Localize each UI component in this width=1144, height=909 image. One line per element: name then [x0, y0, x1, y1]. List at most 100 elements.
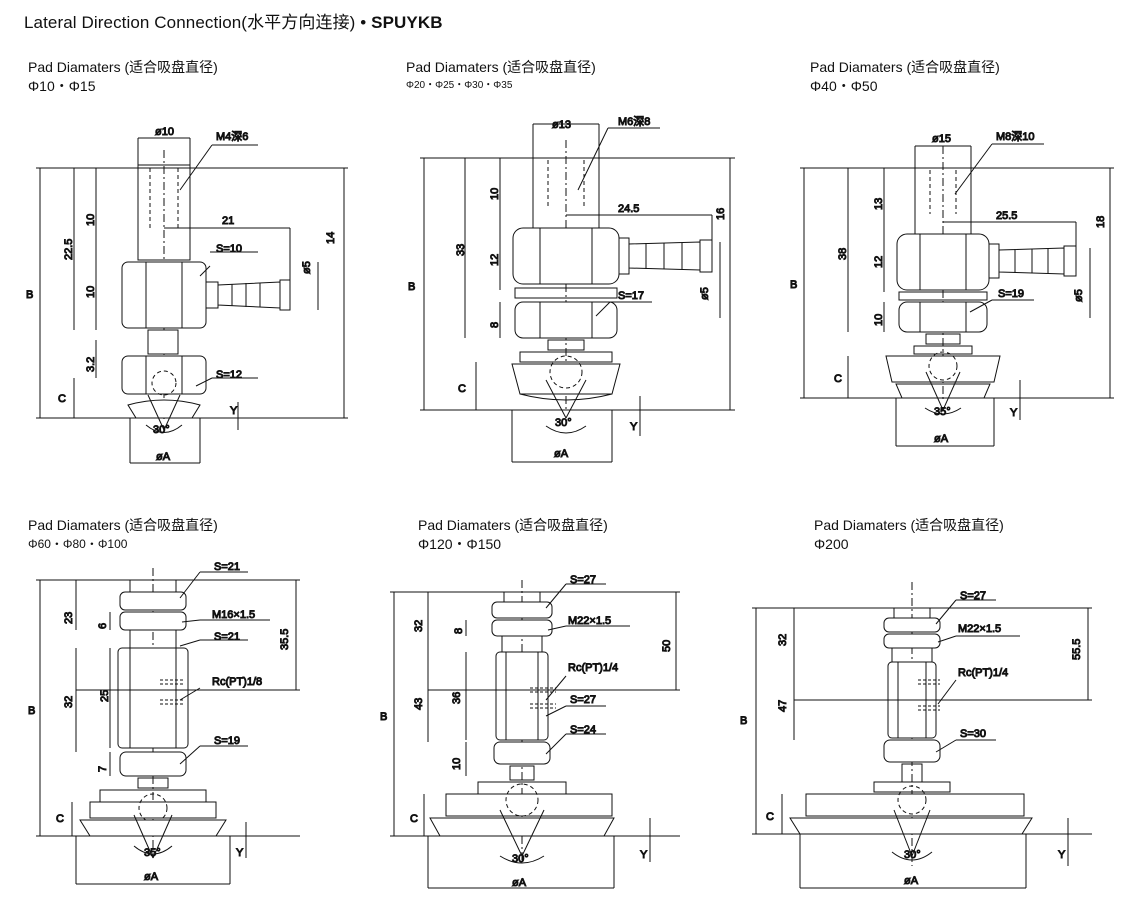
dim-s-top: S=21: [214, 561, 240, 573]
dim-d1: 13: [873, 198, 885, 210]
dim-s-bot: S=19: [214, 735, 240, 747]
dim-c: C: [458, 383, 466, 395]
dim-pad: øA: [904, 875, 919, 887]
dim-d2: 22.5: [63, 239, 75, 260]
dim-y: Y: [1010, 407, 1018, 419]
dim-thread: M16×1.5: [212, 609, 255, 621]
dim-d1: 10: [85, 214, 97, 226]
pad-sizes: Φ120・Φ150: [418, 536, 502, 552]
dim-s-mid: S=27: [570, 694, 596, 706]
dim-angle: 35°: [934, 406, 951, 418]
dim-angle: 30°: [153, 424, 170, 436]
dim-b: B: [408, 281, 415, 293]
dim-thread: M22×1.5: [568, 615, 611, 627]
dim-d3: 32: [63, 696, 75, 708]
dim-y: Y: [1058, 849, 1066, 861]
dim-d5: 7: [97, 766, 109, 772]
dim-d4: 8: [489, 322, 501, 328]
dim-d2: 8: [453, 628, 465, 634]
dim-d3: 43: [413, 698, 425, 710]
dim-port: Rc(PT)1/4: [568, 662, 618, 674]
dim-hex-1: S=17: [618, 290, 644, 302]
dim-thread: M8深10: [996, 130, 1035, 143]
dim-d2: 38: [837, 248, 849, 260]
dim-total: 18: [1095, 216, 1107, 228]
panel-4: Pad Diamaters (适合吸盘直径) Φ60・Φ80・Φ100: [28, 516, 218, 553]
dim-hex-1: S=10: [216, 243, 242, 255]
dim-s-bot: S=24: [570, 724, 596, 736]
dim-thread: M22×1.5: [958, 623, 1001, 635]
dim-thread: M6深8: [618, 115, 650, 128]
panel-1: Pad Diamaters (适合吸盘直径) Φ10・Φ15: [28, 58, 218, 95]
dim-port: Rc(PT)1/4: [958, 667, 1008, 679]
dim-s-mid: S=21: [214, 631, 240, 643]
panel-caption: Pad Diamaters (适合吸盘直径): [418, 517, 608, 533]
dim-b: B: [28, 705, 35, 717]
dim-angle: 30°: [904, 849, 921, 861]
dim-angle: 35°: [144, 847, 161, 859]
drawing-4: S=21 M16×1.5 S=21 Rc(PT)1/8 S=19 23 6 32…: [28, 561, 300, 885]
pad-sizes: Φ200: [814, 536, 849, 552]
dim-b: B: [740, 715, 747, 727]
dim-hose: ø5: [301, 261, 313, 274]
dim-c: C: [56, 813, 64, 825]
dim-port: Rc(PT)1/8: [212, 676, 262, 688]
dim-c: C: [834, 373, 842, 385]
dim-d2: 47: [777, 700, 789, 712]
dim-d4: 10: [873, 314, 885, 326]
page-title: Lateral Direction Connection(水平方向连接) • S…: [24, 13, 443, 32]
dim-y: Y: [630, 421, 638, 433]
dim-hex-1: S=19: [998, 288, 1024, 300]
model-code: SPUYKB: [371, 13, 443, 32]
dim-s-bot: S=30: [960, 728, 986, 740]
panel-2: Pad Diamaters (适合吸盘直径) Φ20・Φ25・Φ30・Φ35: [406, 58, 596, 95]
dim-y: Y: [230, 405, 238, 417]
dim-d2: 6: [97, 623, 109, 629]
pad-sizes: Φ60・Φ80・Φ100: [28, 537, 128, 551]
dim-d1: 23: [63, 612, 75, 624]
dim-c: C: [766, 811, 774, 823]
dim-b: B: [790, 279, 797, 291]
drawing-2: ø13 M6深8 24.5 S=17 ø5 16 10 33 12 8 C B …: [408, 115, 735, 463]
dim-pad: øA: [554, 448, 569, 460]
dim-pad: øA: [512, 877, 527, 889]
dim-s-top: S=27: [570, 574, 596, 586]
dim-d4: 36: [451, 692, 463, 704]
dim-shaft-dia: ø15: [932, 133, 951, 145]
dim-hose: ø5: [1073, 289, 1085, 302]
dim-c: C: [58, 393, 66, 405]
dim-b: B: [26, 289, 33, 301]
dim-thread: M4深6: [216, 130, 248, 143]
dim-angle: 30°: [555, 417, 572, 429]
dim-angle: 30°: [512, 853, 529, 865]
drawing-1: ø10 M4深6 21 S=10 S=12 ø5 14 10 22.5 10 3…: [26, 126, 348, 464]
dim-shaft-dia: ø10: [155, 126, 174, 138]
dim-length: 25.5: [996, 210, 1017, 222]
dim-d1: 32: [413, 620, 425, 632]
drawing-3: ø15 M8深10 25.5 S=19 ø5 18 13 38 12 10 C …: [790, 130, 1114, 447]
dim-b: B: [380, 711, 387, 723]
panel-caption: Pad Diamaters (适合吸盘直径): [406, 59, 596, 75]
pad-sizes: Φ20・Φ25・Φ30・Φ35: [406, 80, 513, 91]
dim-d3: 12: [489, 254, 501, 266]
dim-d4: 25: [99, 690, 111, 702]
dim-hex-2: S=12: [216, 369, 242, 381]
dim-d1: 32: [777, 634, 789, 646]
dim-length: 21: [222, 215, 234, 227]
dim-d3: 12: [873, 256, 885, 268]
panel-caption: Pad Diamaters (适合吸盘直径): [28, 59, 218, 75]
dim-d4: 3.2: [85, 357, 97, 372]
pad-sizes: Φ10・Φ15: [28, 78, 96, 94]
dim-c: C: [410, 813, 418, 825]
dim-d3: 10: [85, 286, 97, 298]
dim-shaft-dia: ø13: [552, 119, 571, 131]
dim-length: 24.5: [618, 203, 639, 215]
drawing-5: S=27 M22×1.5 Rc(PT)1/4 S=27 S=24 32 8 43…: [380, 574, 680, 890]
panel-caption: Pad Diamaters (适合吸盘直径): [814, 517, 1004, 533]
dim-y: Y: [236, 847, 244, 859]
pad-sizes: Φ40・Φ50: [810, 78, 878, 94]
dim-total: 16: [715, 208, 727, 220]
dim-d5: 10: [451, 758, 463, 770]
dim-y: Y: [640, 849, 648, 861]
